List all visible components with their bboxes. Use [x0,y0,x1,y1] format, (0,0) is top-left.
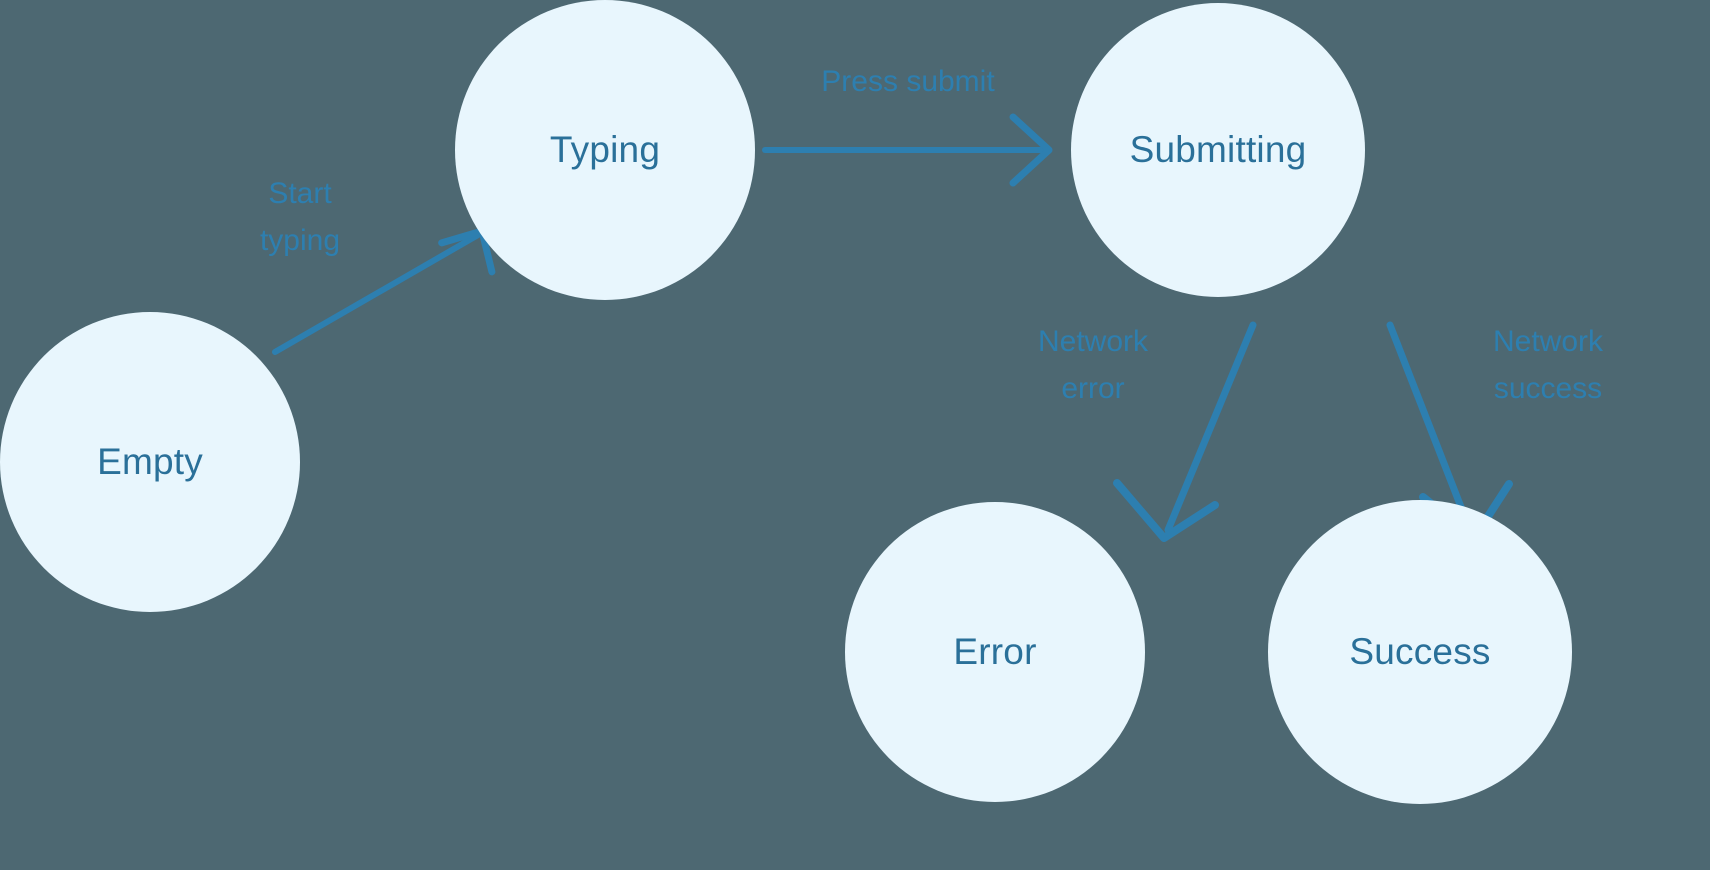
edge-line [272,232,481,355]
state-node-label: Empty [97,440,203,482]
edge-line [1164,321,1257,534]
edge-line [1386,321,1474,534]
state-node-label: Submitting [1129,128,1307,170]
state-node-submitting[interactable]: Submitting [1071,3,1365,297]
arrowhead-icon [1009,113,1053,187]
edge-typing-to-submitting [762,113,1053,187]
state-node-label: Error [953,630,1037,672]
state-node-empty[interactable]: Empty [0,312,300,612]
arrowhead-icon [1113,479,1219,542]
state-node-label: Success [1349,630,1491,672]
edge-submitting-to-error [1113,321,1257,542]
state-node-typing[interactable]: Typing [455,0,755,300]
state-node-label: Typing [549,128,661,170]
state-node-error[interactable]: Error [845,502,1145,802]
edge-empty-to-typing [272,227,496,355]
state-node-success[interactable]: Success [1268,500,1572,804]
